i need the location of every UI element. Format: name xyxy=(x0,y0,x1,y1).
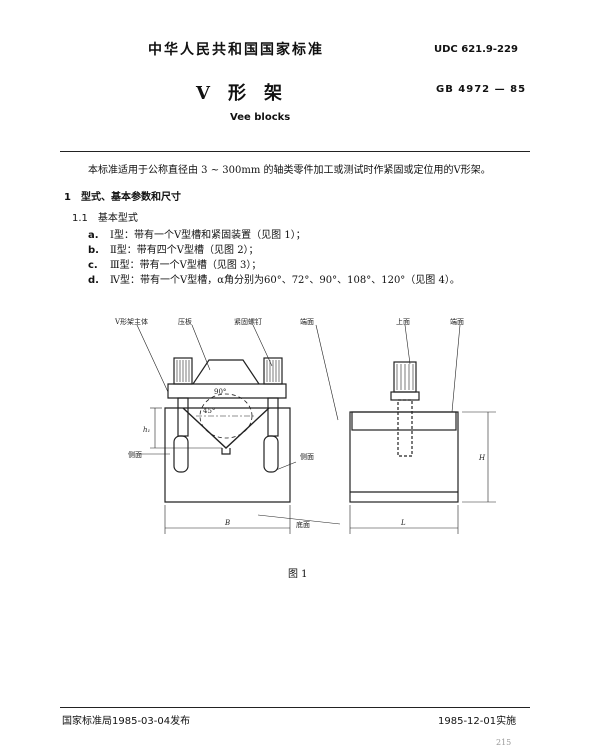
v-groove xyxy=(182,407,270,449)
udc-code: UDC 621.9-229 xyxy=(434,44,518,55)
section-heading: 1 型式、基本参数和尺寸 xyxy=(64,188,181,203)
document-title: V 形 架 xyxy=(196,83,282,104)
left-screw-head xyxy=(173,357,193,385)
implementation-date: 1985-12-01实施 xyxy=(438,716,517,727)
label-top-face: 上面 xyxy=(396,317,410,326)
label-L: L xyxy=(400,519,406,527)
vee-block-drawing: V形架主体 压板 紧固螺钉 端面 上面 端面 侧面 侧面 底面 90° 45° … xyxy=(114,317,496,534)
list-item-key: a. xyxy=(88,230,99,241)
page-number: 215 xyxy=(496,738,512,747)
label-end-face: 端面 xyxy=(300,317,314,326)
section-label: 型式、基本参数和尺寸 xyxy=(80,192,181,203)
list-item: c. Ⅲ型：带有一个V型槽（见图 3）； xyxy=(88,256,261,271)
publication-date: 国家标准局1985-03-04发布 xyxy=(62,716,191,727)
issuing-authority: 中华人民共和国国家标准 xyxy=(148,42,324,58)
footer-rule xyxy=(60,707,530,708)
label-fastening-screw: 紧固螺钉 xyxy=(234,317,262,326)
section-number: 1 xyxy=(64,192,71,203)
label-H: H xyxy=(478,454,486,462)
label-side-face-left: 侧面 xyxy=(128,450,142,459)
label-end-face-right: 端面 xyxy=(450,317,464,326)
label-angle-90: 90° xyxy=(214,388,226,396)
list-item-text: Ⅲ型：带有一个V型槽（见图 3）； xyxy=(110,260,262,271)
pressure-plate-top xyxy=(192,359,260,385)
label-side-face-right: 侧面 xyxy=(300,452,314,461)
list-item-key: b. xyxy=(88,245,99,256)
right-screw-head xyxy=(263,357,283,385)
list-item-key: c. xyxy=(88,260,98,271)
list-item: a. Ⅰ型：带有一个V型槽和紧固装置（见图 1）； xyxy=(88,226,306,241)
figure-caption: 图 1 xyxy=(288,569,308,580)
list-item-text: Ⅱ型：带有四个V型槽（见图 2）； xyxy=(110,245,259,256)
clamp-bar xyxy=(167,383,287,399)
label-h1: h₁ xyxy=(143,426,151,434)
subsection-label: 基本型式 xyxy=(97,213,138,224)
label-angle-45: 45° xyxy=(203,407,215,415)
subsection-number: 1.1 xyxy=(72,213,88,224)
label-B: B xyxy=(224,519,230,527)
list-item-text: Ⅰ型：带有一个V型槽和紧固装置（见图 1）； xyxy=(110,230,306,241)
list-item: b. Ⅱ型：带有四个V型槽（见图 2）； xyxy=(88,241,259,256)
standard-number: GB 4972 — 85 xyxy=(436,84,527,95)
main-body-outline xyxy=(164,407,291,503)
list-item-text: Ⅳ型：带有一个V型槽，α角分别为60°、72°、90°、108°、120°（见图… xyxy=(110,275,460,286)
label-bottom-face: 底面 xyxy=(296,520,310,529)
subsection-heading: 1.1 基本型式 xyxy=(72,209,138,224)
side-view-body xyxy=(349,411,459,503)
label-pressure-plate: 压板 xyxy=(178,317,192,326)
scope-paragraph: 本标准适用于公称直径由 3 ~ 300mm 的轴类零件加工或测试时作紧固或定位用… xyxy=(88,165,491,176)
list-item-key: d. xyxy=(88,275,99,286)
label-main-body: V形架主体 xyxy=(114,317,148,326)
header-rule xyxy=(60,151,530,152)
document-title-english: Vee blocks xyxy=(230,112,291,123)
list-item: d. Ⅳ型：带有一个V型槽，α角分别为60°、72°、90°、108°、120°（… xyxy=(88,271,460,286)
